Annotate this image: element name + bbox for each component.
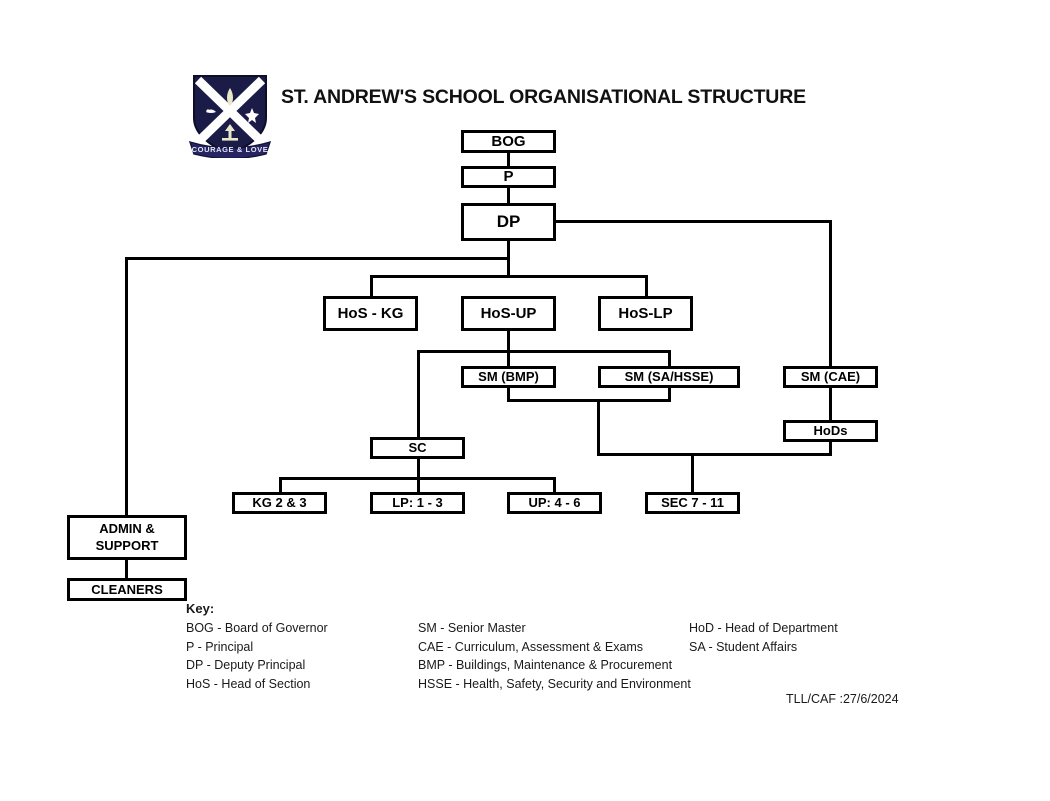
key-item: HoS - Head of Section <box>186 676 311 691</box>
edge-hods-down <box>829 441 832 455</box>
edge-bus-up46 <box>553 477 556 493</box>
node-hos-kg[interactable]: HoS - KG <box>323 296 418 331</box>
edge-bog-p <box>507 152 510 167</box>
node-cleaners[interactable]: CLEANERS <box>67 578 187 601</box>
node-sm-bmp[interactable]: SM (BMP) <box>461 366 556 388</box>
edge-bus-hos-lp <box>645 275 648 297</box>
node-lp-1-3[interactable]: LP: 1 - 3 <box>370 492 465 514</box>
node-sec-7-11[interactable]: SEC 7 - 11 <box>645 492 740 514</box>
key-item: BOG - Board of Governor <box>186 621 328 635</box>
key-item: HSSE - Health, Safety, Security and Envi… <box>418 676 691 691</box>
node-hos-lp[interactable]: HoS-LP <box>598 296 693 331</box>
key-column-2: SM - Senior Master CAE - Curriculum, Ass… <box>418 619 691 693</box>
edge-sec-bus <box>597 453 832 456</box>
node-dp[interactable]: DP <box>461 203 556 241</box>
node-sc[interactable]: SC <box>370 437 465 459</box>
edge-sm-lower-bus <box>507 399 671 402</box>
edge-smsahsse-sec-vertical <box>597 399 600 454</box>
key-item: CAE - Curriculum, Assessment & Exams <box>418 639 644 654</box>
edge-bus-hos-kg <box>370 275 373 297</box>
edge-sm-bus <box>417 350 670 353</box>
edge-smsahsse-down <box>668 387 671 401</box>
key-item: SM - Senior Master <box>418 621 526 635</box>
node-bog[interactable]: BOG <box>461 130 556 153</box>
school-crest-logo: COURAGE & LOVE <box>188 72 272 160</box>
node-admin-support[interactable]: ADMIN & SUPPORT <box>67 515 187 560</box>
edge-hos-bus <box>370 275 646 278</box>
edge-bus-sm-sahsse <box>668 350 671 367</box>
key-item: BMP - Buildings, Maintenance & Procureme… <box>418 658 673 673</box>
node-up-4-6[interactable]: UP: 4 - 6 <box>507 492 602 514</box>
edge-cae-hods <box>829 387 832 421</box>
page-title: ST. ANDREW'S SCHOOL ORGANISATIONAL STRUC… <box>281 86 806 108</box>
footer-stamp: TLL/CAF :27/6/2024 <box>786 692 899 706</box>
key-column-1: BOG - Board of Governor P - Principal DP… <box>186 619 328 693</box>
edge-hosup-stem <box>507 330 510 367</box>
node-admin-support-line-1: ADMIN & <box>99 520 155 536</box>
edge-bus-sc-vertical <box>417 350 420 438</box>
edge-bus-lp13 <box>417 477 420 493</box>
key-legend: Key: BOG - Board of Governor P - Princip… <box>186 601 946 695</box>
key-item: SA - Student Affairs <box>689 639 798 654</box>
node-hods[interactable]: HoDs <box>783 420 878 442</box>
edge-p-dp <box>507 187 510 204</box>
key-title: Key: <box>186 601 215 616</box>
key-item: P - Principal <box>186 639 254 654</box>
edge-dp-admin-horizontal <box>125 257 509 260</box>
edge-dp-cae-horizontal <box>555 220 830 223</box>
edge-smbmp-down <box>507 387 510 401</box>
edge-dp-cae-vertical <box>829 220 832 367</box>
edge-bus-kg23 <box>279 477 282 493</box>
node-sm-sa-hsse[interactable]: SM (SA/HSSE) <box>598 366 740 388</box>
node-admin-support-line-2: SUPPORT <box>95 538 159 554</box>
node-kg-2-3[interactable]: KG 2 & 3 <box>232 492 327 514</box>
edge-sc-stem <box>417 458 420 478</box>
key-item: HoD - Head of Department <box>689 621 838 635</box>
key-item: DP - Deputy Principal <box>186 658 306 673</box>
edge-bus-sec711 <box>691 453 694 493</box>
node-sm-cae[interactable]: SM (CAE) <box>783 366 878 388</box>
node-hos-up[interactable]: HoS-UP <box>461 296 556 331</box>
edge-admin-cleaners <box>125 559 128 579</box>
crest-motto-text: COURAGE & LOVE <box>192 145 269 154</box>
node-p[interactable]: P <box>461 166 556 188</box>
key-column-3: HoD - Head of Department SA - Student Af… <box>689 619 838 656</box>
edge-dp-admin-vertical <box>125 257 128 516</box>
